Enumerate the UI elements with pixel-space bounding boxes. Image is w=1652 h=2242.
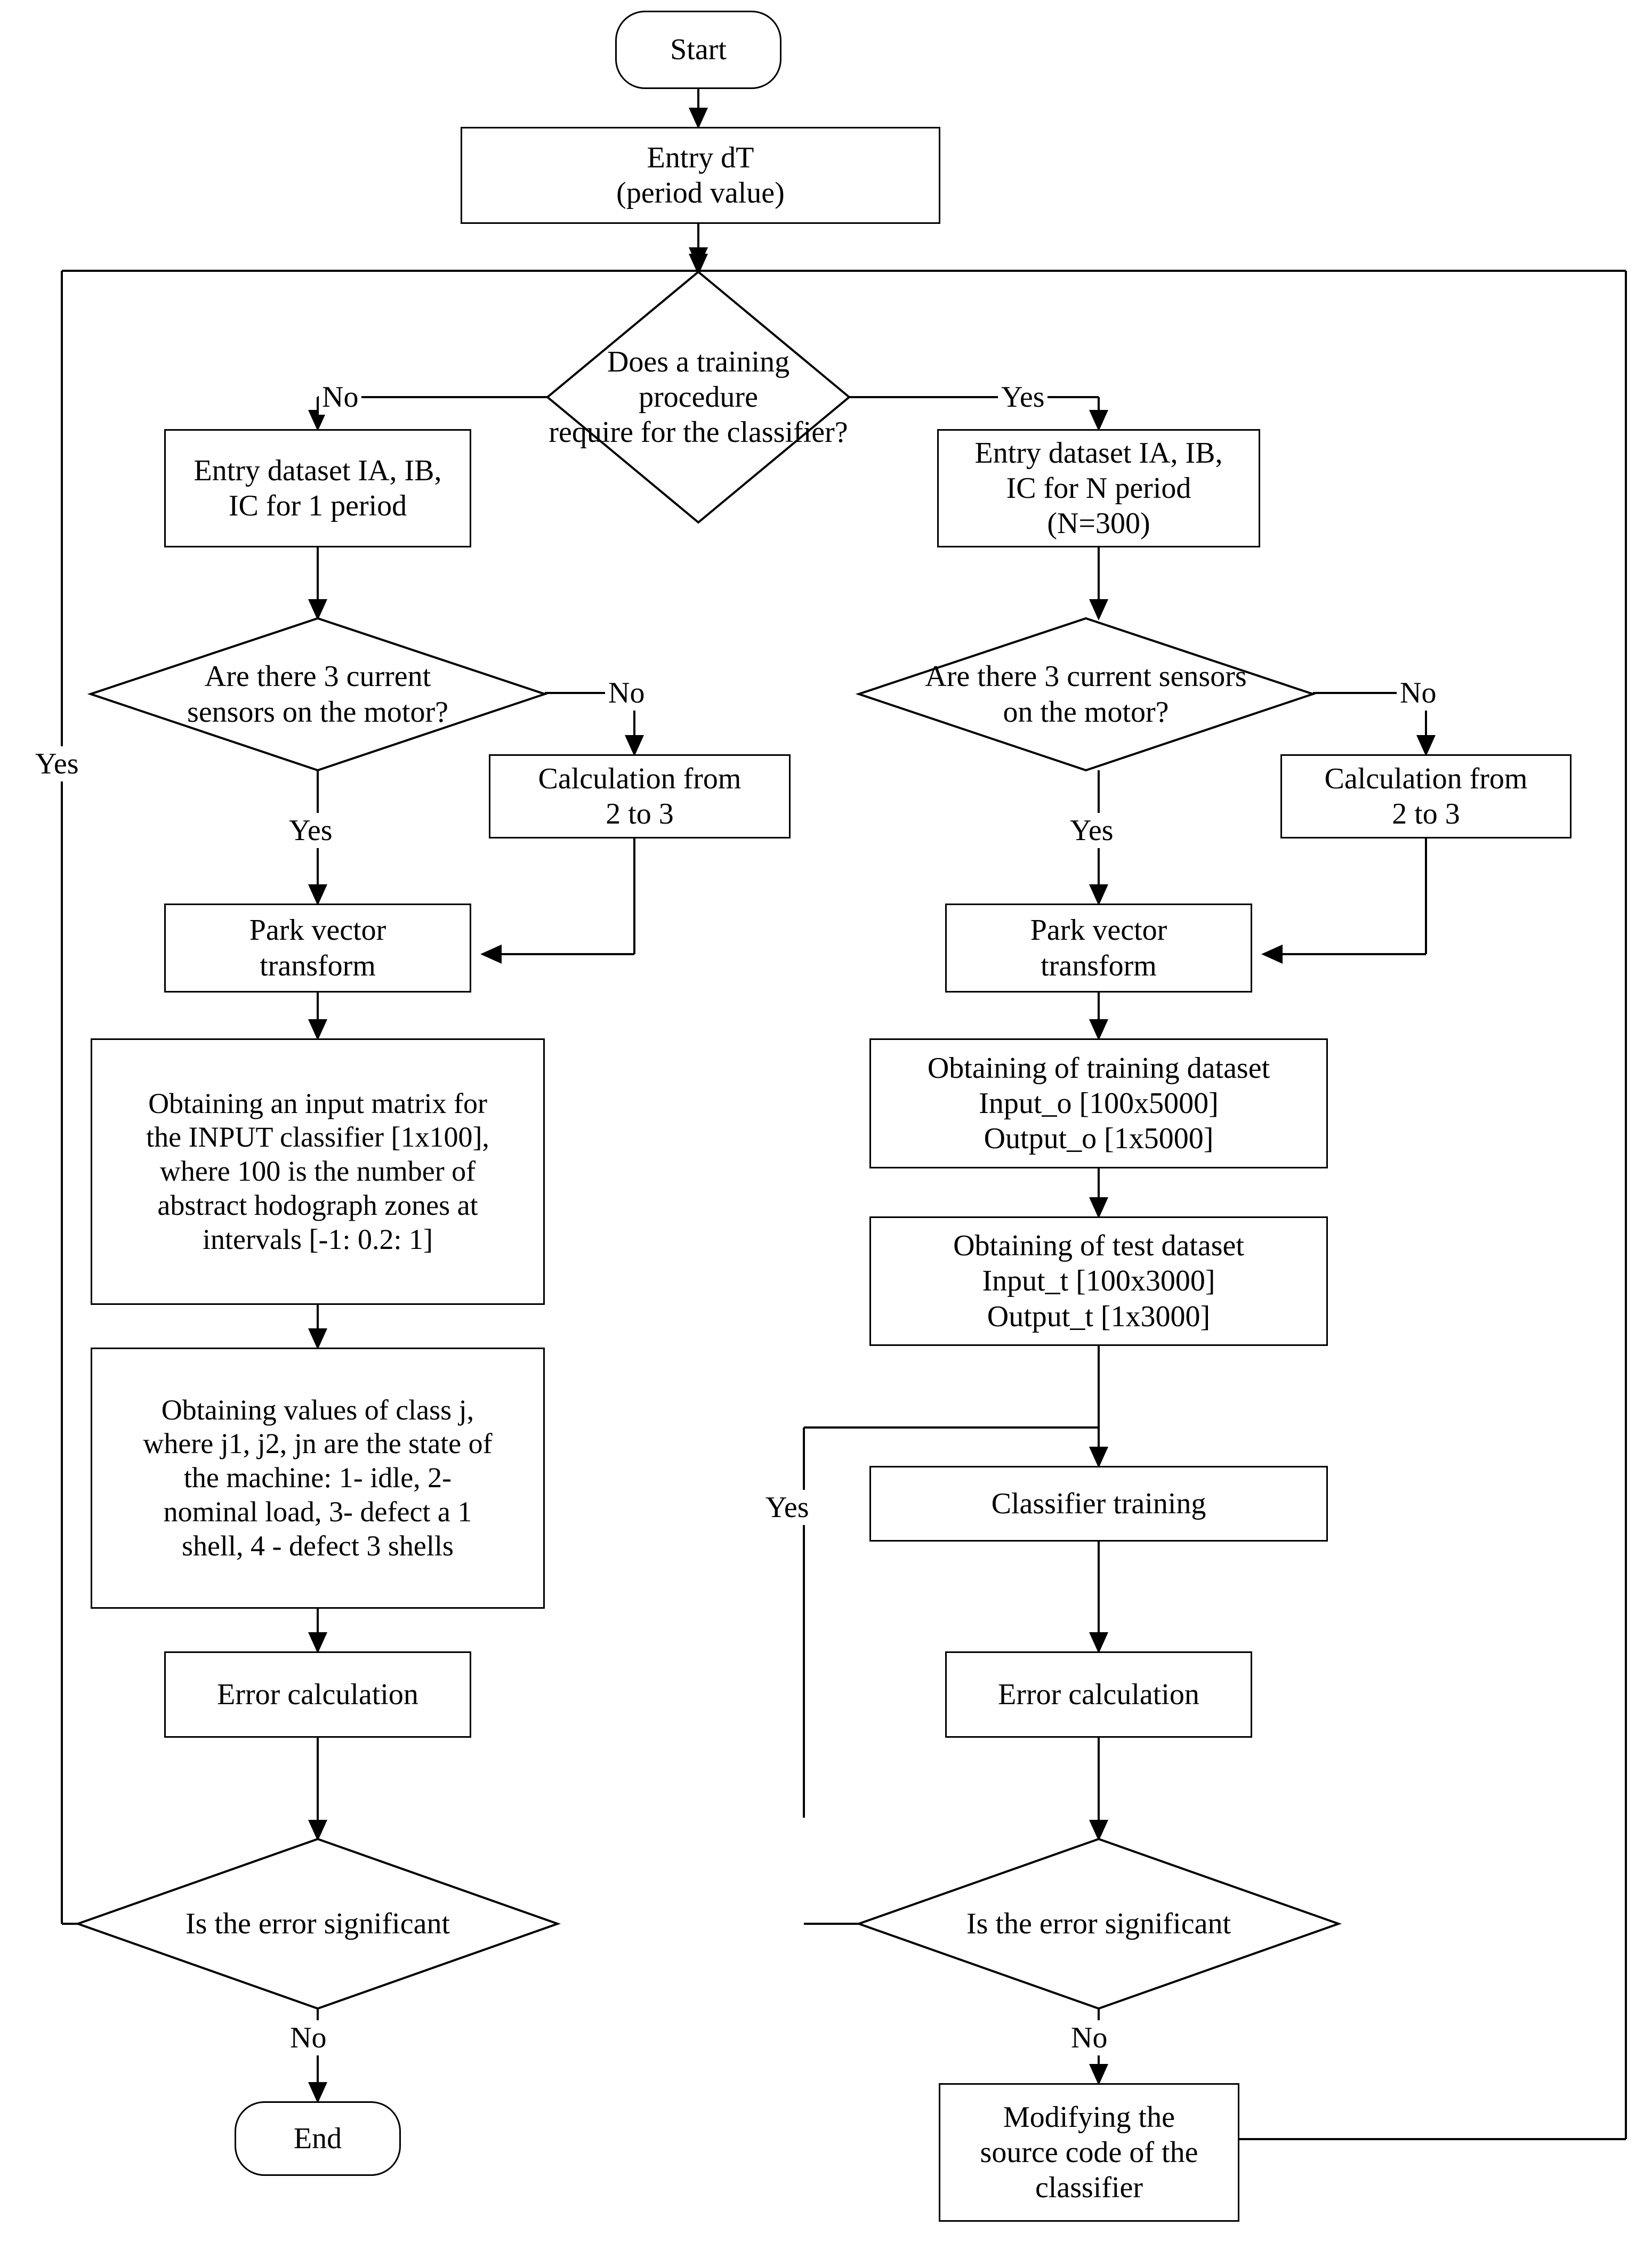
edge-label-right-sensors-no: No	[1397, 675, 1440, 711]
node-right-classifier-training[interactable]: Classifier training	[869, 1466, 1328, 1542]
node-right-training-dataset-label: Obtaining of training dataset Input_o [1…	[927, 1051, 1270, 1156]
node-left-park[interactable]: Park vector transform	[164, 904, 471, 993]
edge-label-left-sensors-no: No	[605, 675, 648, 711]
node-right-error-significant[interactable]: Is the error significant	[855, 1837, 1342, 2010]
node-start[interactable]: Start	[615, 11, 781, 89]
node-left-entry-dataset[interactable]: Entry dataset IA, IB, IC for 1 period	[164, 429, 471, 547]
node-decision-training[interactable]: Does a training procedure require for th…	[545, 270, 851, 524]
node-left-error-calc[interactable]: Error calculation	[164, 1651, 471, 1738]
edge-label-right-sensors-yes: Yes	[1067, 813, 1117, 849]
node-left-entry-dataset-label: Entry dataset IA, IB, IC for 1 period	[194, 454, 442, 522]
node-left-input-matrix-label: Obtaining an input matrix for the INPUT …	[146, 1087, 489, 1255]
node-right-park-label: Park vector transform	[1030, 914, 1167, 982]
node-left-class-values[interactable]: Obtaining values of class j, where j1, j…	[91, 1348, 545, 1609]
node-right-entry-dataset-label: Entry dataset IA, IB, IC for N period (N…	[974, 436, 1223, 541]
node-left-error-calc-label: Error calculation	[217, 1678, 418, 1711]
node-right-calc-2to3[interactable]: Calculation from 2 to 3	[1280, 754, 1572, 838]
node-right-modify-source[interactable]: Modifying the source code of the classif…	[939, 2083, 1239, 2222]
node-entry-dt[interactable]: Entry dT (period value)	[461, 127, 940, 224]
node-right-classifier-training-label: Classifier training	[991, 1487, 1206, 1520]
node-right-test-dataset-label: Obtaining of test dataset Input_t [100x3…	[953, 1229, 1244, 1333]
node-right-sensors[interactable]: Are there 3 current sensors on the motor…	[855, 617, 1317, 772]
node-right-test-dataset[interactable]: Obtaining of test dataset Input_t [100x3…	[869, 1216, 1328, 1346]
node-right-modify-source-label: Modifying the source code of the classif…	[980, 2100, 1198, 2205]
edge-label-decision-training-yes: Yes	[998, 380, 1048, 415]
node-left-calc-2to3[interactable]: Calculation from 2 to 3	[489, 754, 791, 838]
edge-label-left-sensors-yes: Yes	[286, 813, 336, 849]
node-right-park[interactable]: Park vector transform	[945, 904, 1252, 993]
node-right-error-calc[interactable]: Error calculation	[945, 1651, 1252, 1738]
node-entry-dt-label: Entry dT (period value)	[616, 141, 785, 209]
node-start-label: Start	[670, 33, 727, 67]
node-left-calc-2to3-label: Calculation from 2 to 3	[538, 762, 742, 830]
edge-label-left-error-no: No	[287, 2020, 330, 2056]
node-end[interactable]: End	[235, 2101, 401, 2176]
node-right-calc-2to3-label: Calculation from 2 to 3	[1324, 762, 1528, 830]
node-left-class-values-label: Obtaining values of class j, where j1, j…	[143, 1393, 493, 1562]
node-right-entry-dataset[interactable]: Entry dataset IA, IB, IC for N period (N…	[937, 429, 1260, 547]
edge-label-decision-training-no: No	[319, 380, 362, 415]
node-left-input-matrix[interactable]: Obtaining an input matrix for the INPUT …	[91, 1038, 545, 1305]
node-right-training-dataset[interactable]: Obtaining of training dataset Input_o [1…	[869, 1038, 1328, 1168]
edge-label-right-error-no: No	[1068, 2020, 1111, 2056]
node-left-sensors[interactable]: Are there 3 current sensors on the motor…	[87, 617, 549, 772]
node-end-label: End	[293, 2122, 342, 2155]
node-right-error-calc-label: Error calculation	[998, 1678, 1199, 1711]
edge-label-left-outer-loop-yes: Yes	[32, 746, 82, 782]
edge-label-right-error-yes: Yes	[762, 1490, 812, 1526]
node-left-park-label: Park vector transform	[249, 914, 386, 982]
node-left-error-significant[interactable]: Is the error significant	[74, 1837, 561, 2010]
